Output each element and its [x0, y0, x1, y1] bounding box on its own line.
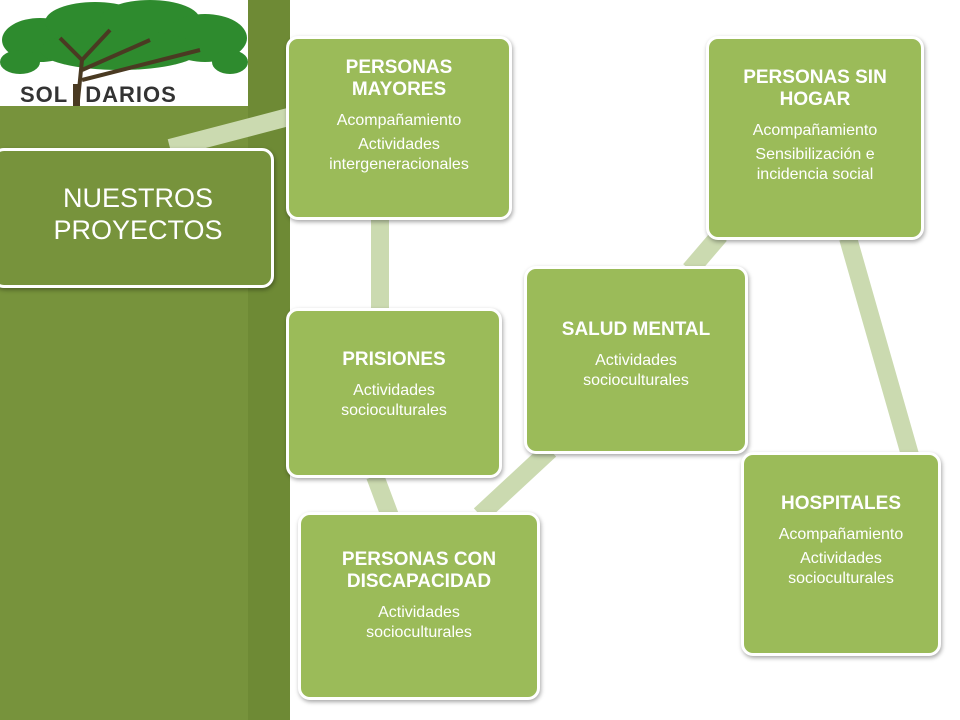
node-title: PRISIONES: [342, 349, 446, 370]
node-item: Acompañamiento: [778, 526, 904, 543]
connector-prisiones-discapacidad: [366, 472, 399, 520]
connector-salud-sinhogar: [683, 229, 727, 276]
node-item: Actividades socioculturales: [366, 604, 472, 641]
logo-text-right: DARIOS: [85, 82, 177, 107]
node-title: PERSONAS MAYORES: [345, 57, 453, 100]
connector-sinhogar-hospitales: [839, 235, 919, 458]
logo: SOL DARIOS: [0, 0, 248, 108]
node-personas-sin-hogar[interactable]: PERSONAS SIN HOGAR Acompañamiento Sensib…: [706, 36, 924, 240]
node-item: Acompañamiento: [336, 112, 462, 129]
node-title: HOSPITALES: [781, 493, 901, 514]
node-item: Sensibilización e incidencia social: [755, 146, 875, 183]
connector-discapacidad-salud: [473, 443, 557, 522]
node-nuestros-proyectos[interactable]: NUESTROS PROYECTOS: [0, 148, 274, 288]
tree-logo-icon: [0, 0, 248, 101]
node-salud-mental[interactable]: SALUD MENTAL Actividades socioculturales: [524, 266, 748, 454]
node-personas-con-discapacidad[interactable]: PERSONAS CON DISCAPACIDAD Actividades so…: [298, 512, 540, 700]
logo-text-left: SOL: [20, 82, 69, 107]
logo-trunk: [73, 84, 81, 106]
node-item: Actividades socioculturales: [788, 550, 894, 587]
node-prisiones[interactable]: PRISIONES Actividades socioculturales: [286, 308, 502, 478]
connector-root-mayores: [167, 105, 303, 157]
node-title: PERSONAS SIN HOGAR: [743, 67, 887, 110]
node-item: Actividades socioculturales: [583, 352, 689, 389]
node-title: SALUD MENTAL: [561, 319, 711, 340]
logo-text: SOL DARIOS: [20, 82, 220, 108]
node-hospitales[interactable]: HOSPITALES Acompañamiento Actividades so…: [741, 452, 941, 656]
node-item: Actividades socioculturales: [341, 382, 447, 419]
node-title: PERSONAS CON DISCAPACIDAD: [341, 549, 497, 592]
node-item: Acompañamiento: [752, 122, 878, 139]
node-item: Actividades intergeneracionales: [329, 136, 469, 173]
node-personas-mayores[interactable]: PERSONAS MAYORES Acompañamiento Activida…: [286, 36, 512, 220]
root-label: NUESTROS PROYECTOS: [53, 183, 223, 245]
